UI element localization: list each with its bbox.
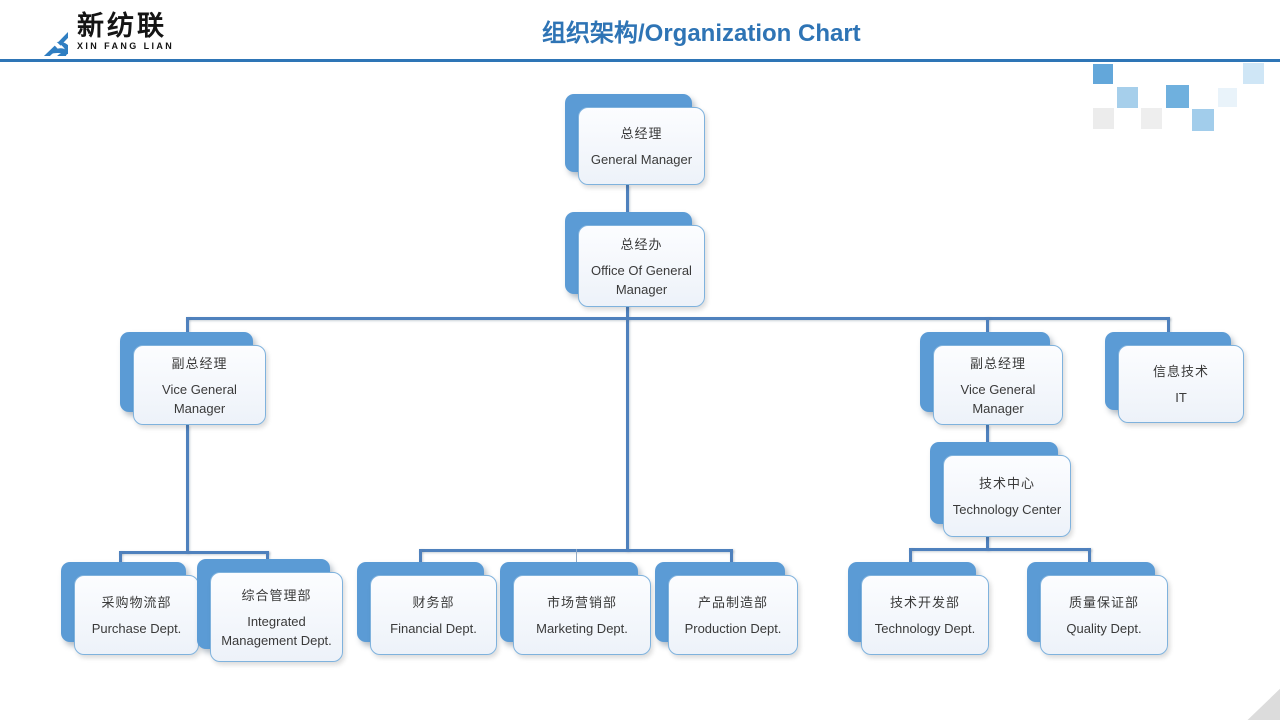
connector-left-horizontal — [119, 551, 269, 554]
node-card: 技术中心 Technology Center — [943, 455, 1071, 537]
connector-techcenter-trunk — [986, 535, 989, 550]
node-label-cn: 副总经理 — [969, 355, 1026, 371]
decor-square — [1117, 87, 1138, 108]
node-card: 副总经理 Vice General Manager — [933, 345, 1063, 425]
node-label-en: Vice General Manager — [960, 381, 1036, 416]
org-node-integrated-management-dept: 综合管理部 Integrated Management Dept. — [197, 559, 343, 662]
node-label-en: Production Dept. — [684, 621, 782, 636]
connector-gm-office — [626, 185, 629, 227]
node-card: 技术开发部 Technology Dept. — [861, 575, 989, 655]
page-title: 组织架构/Organization Chart — [542, 20, 861, 47]
node-label-cn: 综合管理部 — [241, 587, 312, 603]
node-card: 总经办 Office Of General Manager — [578, 225, 705, 307]
node-label-cn: 采购物流部 — [101, 595, 172, 610]
watermark-pinwheel — [770, 130, 1280, 720]
org-node-production-dept: 产品制造部 Production Dept. — [655, 562, 798, 655]
node-card: 质量保证部 Quality Dept. — [1040, 575, 1168, 655]
node-label-cn: 总经理 — [620, 126, 663, 141]
decor-square — [1166, 85, 1189, 108]
node-label-en: Marketing Dept. — [536, 621, 628, 636]
node-label-cn: 市场营销部 — [546, 595, 617, 610]
node-card: 财务部 Financial Dept. — [370, 575, 497, 655]
decor-square — [1243, 63, 1264, 84]
logo-pinwheel-icon — [18, 6, 68, 56]
node-card: 副总经理 Vice General Manager — [133, 345, 266, 425]
org-node-general-manager: 总经理 General Manager — [565, 94, 705, 185]
org-node-it: 信息技术 IT — [1105, 332, 1244, 423]
node-card: 市场营销部 Marketing Dept. — [513, 575, 651, 655]
node-card: 产品制造部 Production Dept. — [668, 575, 798, 655]
decor-square — [1093, 64, 1113, 84]
header-divider — [0, 59, 1280, 62]
logo-text-en: XIN FANG LIAN — [77, 40, 175, 51]
node-label-en: Technology Dept. — [874, 621, 976, 636]
node-label-cn: 技术中心 — [978, 476, 1035, 491]
node-label-cn: 技术开发部 — [889, 595, 960, 610]
logo-text: 新纺联 XIN FANG LIAN — [77, 11, 174, 52]
node-label-cn: 产品制造部 — [697, 595, 768, 610]
company-logo: 新纺联 XIN FANG LIAN — [18, 6, 174, 56]
node-label-en: Financial Dept. — [390, 621, 477, 636]
node-label-en: Integrated Management Dept. — [221, 613, 332, 648]
node-label-cn: 副总经理 — [171, 355, 228, 371]
org-node-vice-general-manager-right: 副总经理 Vice General Manager — [920, 332, 1063, 425]
org-node-technology-dept: 技术开发部 Technology Dept. — [848, 562, 989, 655]
org-node-marketing-dept: 市场营销部 Marketing Dept. — [500, 562, 651, 655]
node-card: 总经理 General Manager — [578, 107, 705, 185]
node-label-en: Vice General Manager — [162, 381, 237, 416]
decor-square — [1093, 108, 1114, 129]
node-label-en: Quality Dept. — [1066, 621, 1142, 636]
connector-main-horizontal — [186, 317, 1170, 320]
org-node-vice-general-manager-left: 副总经理 Vice General Manager — [120, 332, 266, 425]
connector-vgm-right-techcenter — [986, 425, 989, 457]
org-node-office-of-general-manager: 总经办 Office Of General Manager — [565, 212, 705, 307]
connector-office-trunk — [626, 305, 629, 551]
connector-vgm-left-trunk — [186, 425, 189, 553]
org-node-technology-center: 技术中心 Technology Center — [930, 442, 1071, 537]
decor-square — [1141, 108, 1162, 129]
node-label-en: Purchase Dept. — [91, 621, 182, 636]
node-card: 采购物流部 Purchase Dept. — [74, 575, 199, 655]
org-node-purchase-dept: 采购物流部 Purchase Dept. — [61, 562, 199, 655]
node-label-cn: 信息技术 — [1152, 364, 1209, 379]
node-label-cn: 质量保证部 — [1068, 595, 1139, 610]
node-label-cn: 总经办 — [620, 236, 663, 252]
connector-right-horizontal — [909, 548, 1091, 551]
logo-text-cn: 新纺联 — [77, 10, 167, 41]
decor-square — [1218, 88, 1237, 107]
node-label-en: Office Of General Manager — [591, 262, 692, 297]
node-card: 综合管理部 Integrated Management Dept. — [210, 572, 343, 662]
node-label-en: Technology Center — [952, 502, 1062, 517]
node-card: 信息技术 IT — [1118, 345, 1244, 423]
node-label-en: General Manager — [590, 152, 693, 167]
node-label-cn: 财务部 — [412, 595, 455, 610]
org-node-financial-dept: 财务部 Financial Dept. — [357, 562, 497, 655]
org-node-quality-dept: 质量保证部 Quality Dept. — [1027, 562, 1168, 655]
node-label-en: IT — [1175, 390, 1187, 405]
decor-square — [1192, 109, 1214, 131]
